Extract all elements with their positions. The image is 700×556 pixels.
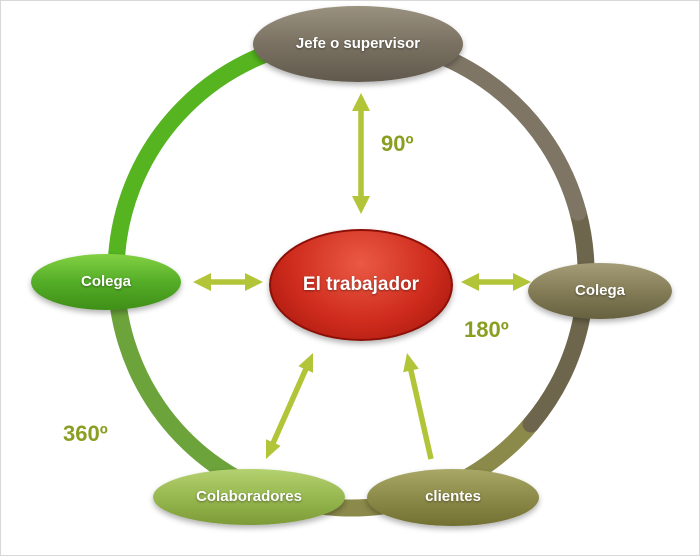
arrowhead-left-icon bbox=[193, 273, 211, 291]
arrows bbox=[193, 93, 531, 460]
node-el-trabajador-label: El trabajador bbox=[302, 274, 420, 296]
node-colega-right: Colega bbox=[528, 263, 672, 319]
node-clientes: clientes bbox=[367, 469, 539, 526]
arrowhead-left-icon bbox=[461, 273, 479, 291]
node-colaboradores: Colaboradores bbox=[153, 469, 345, 525]
arrowhead-up-icon bbox=[352, 93, 370, 111]
node-el-trabajador: El trabajador bbox=[269, 229, 453, 341]
node-colaboradores-label: Colaboradores bbox=[196, 487, 302, 505]
arrow-colaboradores-center bbox=[269, 365, 310, 447]
node-colega-left: Colega bbox=[31, 254, 181, 310]
angle-label-360: 360º bbox=[63, 421, 108, 446]
arrowhead-down-icon bbox=[352, 196, 370, 214]
arrowhead-right-icon bbox=[245, 273, 263, 291]
node-colega-left-label: Colega bbox=[80, 272, 131, 290]
arrowhead-up-right-icon bbox=[298, 353, 313, 373]
arrowhead-down-left-icon bbox=[266, 439, 281, 459]
node-clientes-label: clientes bbox=[425, 488, 481, 506]
arrow-clientes-center bbox=[407, 366, 434, 460]
node-colega-right-label: Colega bbox=[574, 281, 625, 299]
node-supervisor: Jefe o supervisor bbox=[253, 6, 463, 82]
angle-label-180: 180º bbox=[464, 317, 509, 342]
node-supervisor-label: Jefe o supervisor bbox=[295, 34, 421, 52]
angle-label-90: 90º bbox=[381, 131, 414, 156]
arrowhead-up-icon bbox=[403, 353, 419, 373]
ring-arc-bottom-right bbox=[522, 203, 595, 433]
arrowhead-right-icon bbox=[513, 273, 531, 291]
